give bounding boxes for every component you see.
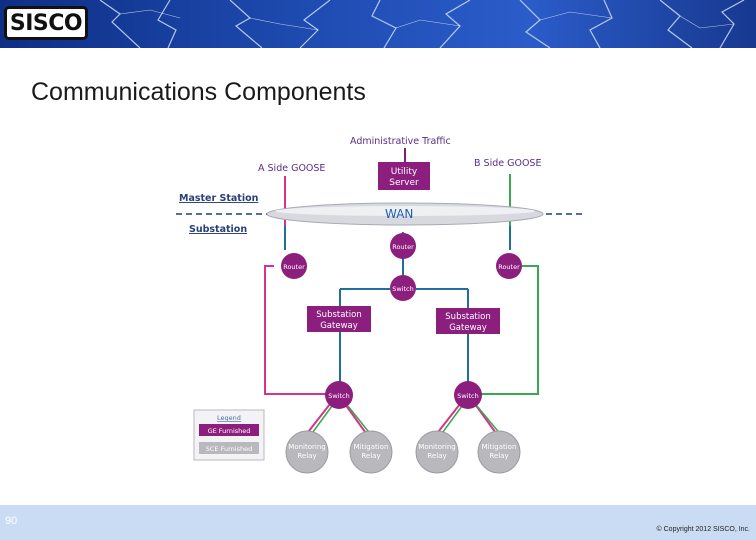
legend-sce-label: SCE Furnished — [206, 445, 252, 453]
page-number: 90 — [5, 515, 18, 527]
substation-label: Substation — [189, 224, 247, 235]
b-side-relay-line-3 — [439, 405, 463, 437]
admin-traffic-label: Administrative Traffic — [350, 136, 451, 147]
relay-node-3 — [415, 430, 459, 474]
network-diagram: WAN Administrative Traffic A Side GOOSE … — [170, 126, 590, 476]
utility-server-box — [378, 162, 430, 190]
relay-node-2 — [349, 430, 393, 474]
wan-cloud-highlight — [275, 206, 535, 216]
sisco-logo: SISCO — [4, 6, 88, 40]
lightning-background — [99, 0, 745, 48]
router-center-icon — [390, 233, 416, 259]
legend-ge-swatch — [199, 424, 259, 436]
legend-sce-swatch — [199, 442, 259, 454]
wan-label: WAN — [385, 207, 413, 221]
gateway-right-box — [436, 308, 500, 334]
a-side-router-to-switch-line — [264, 265, 330, 395]
footer-bar: 90 © Copyright 2012 SISCO, Inc. — [0, 505, 756, 540]
router-left-icon — [281, 253, 307, 279]
router-right-icon — [496, 253, 522, 279]
a-side-relay-line-2 — [344, 403, 369, 437]
switch-left-label: Switch — [328, 392, 350, 400]
switch-top-label: Switch — [392, 285, 414, 293]
switch-right-icon — [454, 381, 482, 409]
relay-node-1 — [285, 430, 329, 474]
master-station-label: Master Station — [179, 193, 259, 204]
a-side-goose-label: A Side GOOSE — [258, 163, 325, 174]
router-center-label: Router — [392, 243, 414, 251]
header-banner: SISCO — [0, 0, 756, 48]
slide-title: Communications Components — [31, 78, 366, 106]
b-side-router-to-switch-line — [480, 265, 539, 395]
copyright-text: © Copyright 2012 SISCO, Inc. — [656, 526, 750, 533]
router-left-label: Router — [283, 263, 305, 271]
logo-text: SISCO — [9, 10, 83, 36]
legend-ge-label: GE Furnished — [208, 427, 251, 435]
b-side-relay-line-1 — [309, 405, 333, 437]
relay-node-4 — [477, 430, 521, 474]
router-right-label: Router — [498, 263, 520, 271]
switch-top-icon — [390, 275, 416, 301]
legend-title: Legend — [217, 414, 241, 422]
switch-left-icon — [325, 381, 353, 409]
gateway-left-box — [307, 306, 371, 332]
b-side-goose-label: B Side GOOSE — [474, 158, 541, 169]
switch-right-label: Switch — [457, 392, 479, 400]
